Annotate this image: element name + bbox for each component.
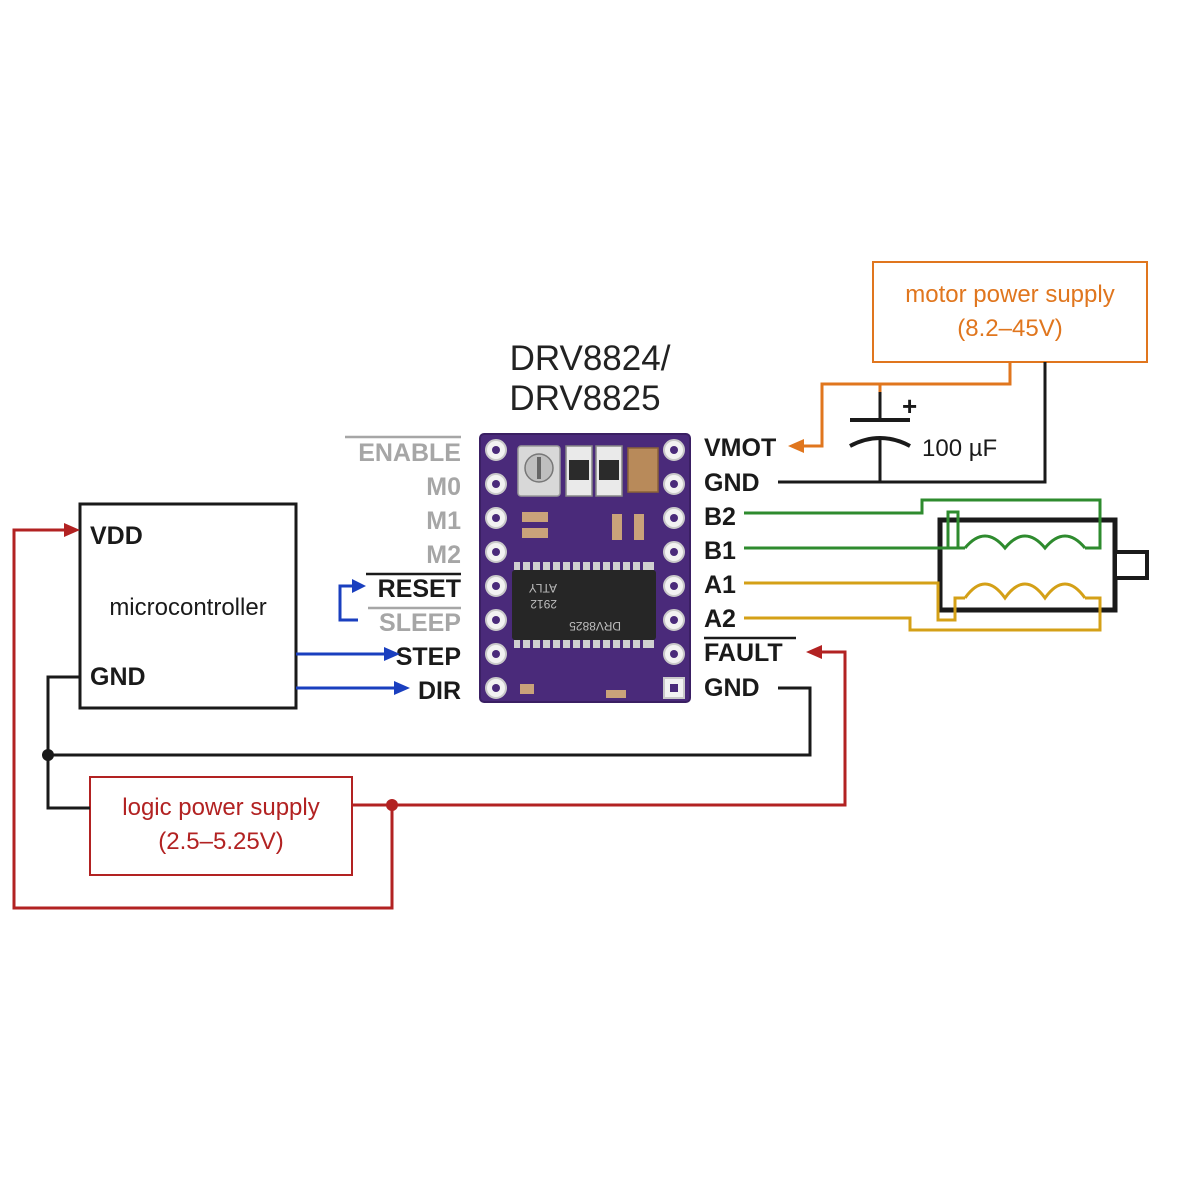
pin-label-vmot: VMOT	[704, 434, 776, 462]
logic-supply-wire	[12, 528, 847, 910]
fault-arrowhead	[806, 645, 822, 659]
reset-sleep-jumper	[338, 584, 358, 622]
pin-label-enable: ENABLE	[358, 439, 461, 467]
pin-label-b1: B1	[704, 537, 736, 565]
coil-b-wires	[744, 498, 1102, 551]
driver-board: ATLY 2912 DRV8825	[479, 433, 691, 703]
board-capacitor	[627, 447, 659, 493]
logic-supply-junction	[386, 799, 398, 811]
capacitor-symbol	[849, 390, 911, 482]
ic-marking-3: ATLY	[529, 581, 557, 595]
capacitor-value: 100 µF	[922, 435, 997, 462]
potentiometer	[517, 445, 561, 497]
pin-label-gnd-bottom: GND	[704, 674, 760, 702]
vmot-arrowhead	[788, 439, 804, 453]
capacitor-polarity: +	[902, 391, 917, 421]
pin-label-m2: M2	[426, 541, 461, 569]
diagram-title-line2: DRV8825	[509, 379, 660, 418]
pin-label-gnd-top: GND	[704, 469, 760, 497]
pin-label-step: STEP	[396, 643, 461, 671]
mcu-vdd-label: VDD	[90, 522, 143, 550]
pin-label-m1: M1	[426, 507, 461, 535]
pin-label-b2: B2	[704, 503, 736, 531]
pin-label-m0: M0	[426, 473, 461, 501]
driver-ic: ATLY 2912 DRV8825	[512, 562, 656, 648]
motor-supply-voltage: (8.2–45V)	[957, 315, 1062, 342]
dir-arrowhead	[394, 681, 410, 695]
pin-label-sleep: SLEEP	[379, 609, 461, 637]
motor-ground-wire	[778, 362, 1047, 484]
pin-label-a1: A1	[704, 571, 736, 599]
logic-supply-voltage: (2.5–5.25V)	[158, 828, 283, 855]
mcu-name-label: microcontroller	[109, 594, 266, 621]
left-pin-holes	[485, 439, 507, 699]
diagram-title-line1: DRV8824/	[510, 339, 671, 378]
logic-ground-wire	[46, 675, 812, 810]
microcontroller-box	[78, 502, 298, 710]
reset-arrowhead	[352, 579, 366, 593]
current-sense-resistors	[565, 445, 623, 497]
ic-marking-2: 2912	[530, 597, 557, 611]
motor-supply-positive-wire	[800, 362, 1012, 448]
step-arrowhead	[384, 647, 400, 661]
smd-components	[520, 512, 644, 698]
pin-label-dir: DIR	[418, 677, 461, 705]
pin-label-a2: A2	[704, 605, 736, 633]
motor-power-supply-box	[872, 261, 1148, 363]
pin-label-fault: FAULT	[704, 639, 783, 667]
logic-power-supply-box	[89, 776, 353, 876]
coil-a-wires	[744, 581, 1102, 632]
mcu-gnd-label: GND	[90, 663, 146, 691]
vdd-arrowhead	[64, 523, 80, 537]
ground-junction	[42, 749, 54, 761]
ic-marking-1: DRV8825	[569, 619, 621, 633]
pin-label-reset: RESET	[378, 575, 461, 603]
logic-supply-label: logic power supply	[122, 794, 319, 821]
motor-supply-label: motor power supply	[905, 281, 1114, 308]
